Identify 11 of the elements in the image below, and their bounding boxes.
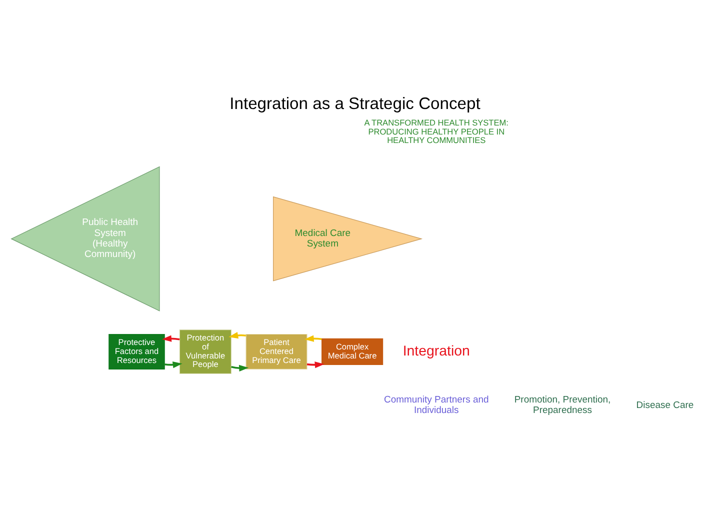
node-box: Protective Factors and Resources: [108, 334, 165, 370]
label: Disease Care: [636, 400, 694, 411]
arrow: [164, 362, 182, 368]
node-box: Patient Centered Primary Care: [246, 334, 308, 370]
node-box: Protection of Vulnerable People: [179, 330, 232, 374]
label: A TRANSFORMED HEALTH SYSTEM: PRODUCING HEALTHY PEOPLE IN HEALTHY COMMUNITIES: [364, 117, 508, 146]
label: Promotion, Prevention, Preparedness: [514, 394, 611, 416]
node-box: Complex Medical Care: [322, 338, 384, 366]
label: Integration: [402, 343, 470, 360]
diagram-title: Integration as a Strategic Concept: [230, 94, 480, 114]
label: Community Partners and Individuals: [384, 394, 489, 416]
